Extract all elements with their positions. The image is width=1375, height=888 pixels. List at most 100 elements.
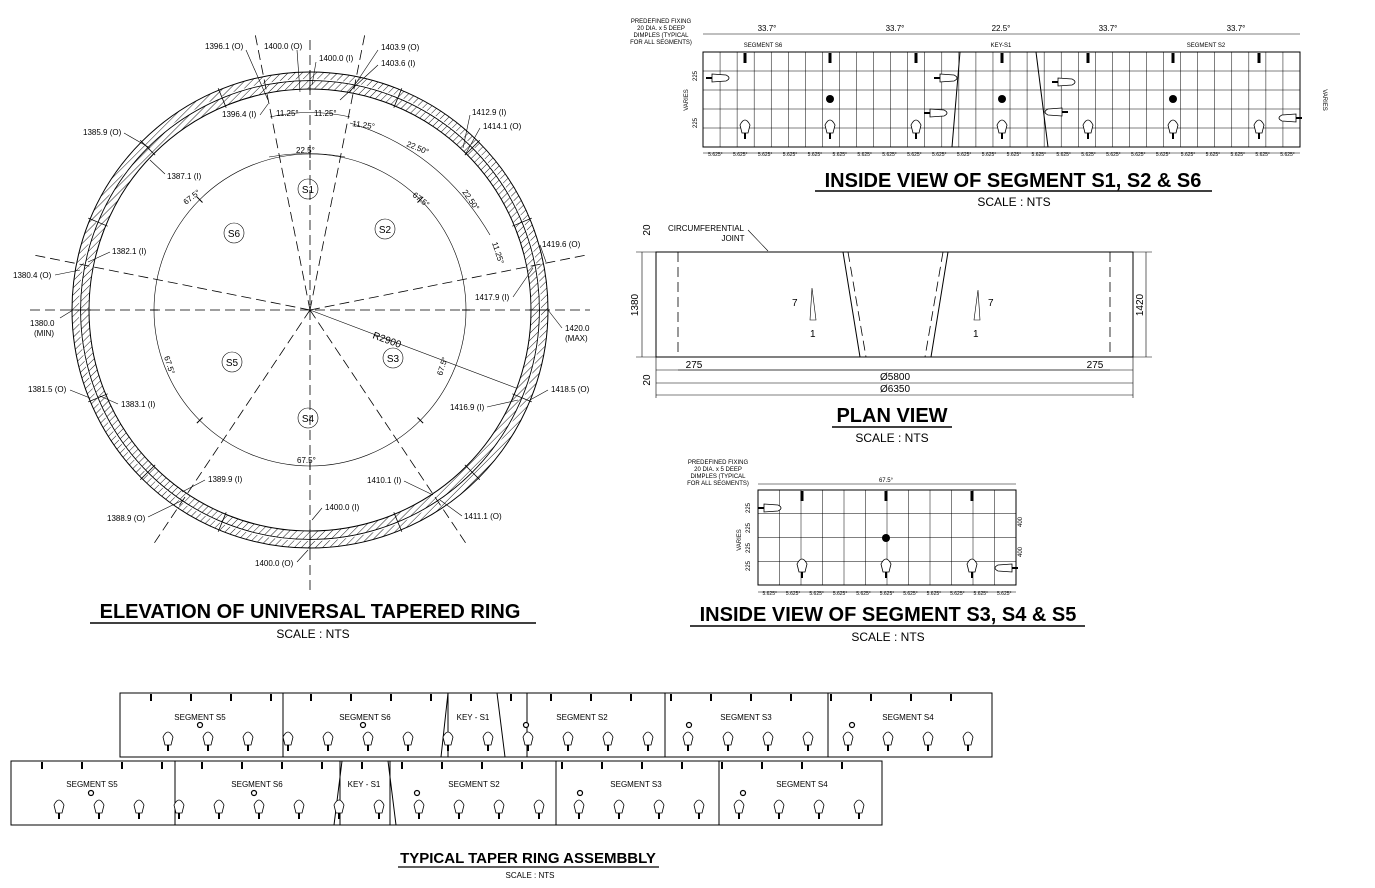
angle-arc-top — [269, 112, 351, 118]
grout-hole — [250, 789, 258, 797]
fixing-dimple — [201, 762, 203, 769]
bolt-pocket — [824, 119, 836, 134]
segment-joint-line — [151, 309, 311, 548]
dimension-label: 5.625° — [833, 591, 848, 597]
elevation-title: ELEVATION OF UNIVERSAL TAPERED RING — [100, 601, 521, 623]
assembly-row-2 — [10, 760, 883, 826]
inside-view-2-scale: SCALE : NTS — [851, 630, 924, 644]
ring-tick — [140, 464, 156, 480]
svg-text:1400.0 (I): 1400.0 (I) — [325, 503, 360, 512]
fixing-dimple — [430, 694, 432, 701]
dimension-label: 5.625° — [733, 152, 748, 158]
dimension-label: 5.625° — [1131, 152, 1146, 158]
grout-hole — [739, 789, 747, 797]
elevation-drawing: R2900 S1 S2 S3 S4 S5 S6 11.25° 11.25° 11… — [13, 30, 590, 641]
fixing-dimple — [241, 762, 243, 769]
svg-text:SEGMENT S5: SEGMENT S5 — [174, 713, 226, 722]
dimension-label: 5.625° — [762, 591, 777, 597]
bolt-pocket — [773, 799, 785, 814]
svg-text:1381.5 (O): 1381.5 (O) — [28, 385, 67, 394]
bolt-pocket — [293, 799, 305, 814]
inside-view-s1-s2-s6: PREDEFINED FIXING 20 DIA. x 5 DEEP DIMPL… — [630, 19, 1327, 209]
segment-joint-line — [30, 254, 311, 311]
svg-text:1380.4 (O): 1380.4 (O) — [13, 271, 52, 280]
svg-text:1388.9 (O): 1388.9 (O) — [107, 514, 146, 523]
grout-hole — [685, 721, 693, 729]
svg-text:1382.1 (I): 1382.1 (I) — [112, 247, 147, 256]
svg-text:KEY - S1: KEY - S1 — [348, 780, 381, 789]
fixing-dimple — [310, 694, 312, 701]
svg-text:33.7°: 33.7° — [886, 24, 905, 33]
svg-text:(MAX): (MAX) — [565, 334, 588, 343]
taper-triangle — [809, 287, 981, 321]
bolt-pocket — [442, 731, 454, 746]
segment-joint-line — [254, 30, 311, 311]
dimension-label: 5.625° — [1007, 152, 1022, 158]
plan-dimension-lines — [636, 251, 1152, 398]
fixing-dimple — [41, 762, 43, 769]
bolt-pocket — [922, 731, 934, 746]
segment-label: SEGMENT S2 — [1187, 43, 1226, 49]
fixing-dimple — [630, 694, 632, 701]
dimension-label: 5.625° — [927, 591, 942, 597]
svg-text:1400.0 (O): 1400.0 (O) — [255, 559, 294, 568]
bolt-pocket — [842, 731, 854, 746]
bolt-pocket — [739, 119, 751, 134]
bolt-pocket — [493, 799, 505, 814]
ring-tick — [140, 140, 156, 156]
dimension-label: 5.625° — [758, 152, 773, 158]
assembly-scale: SCALE : NTS — [506, 871, 555, 880]
fixing-dimple — [121, 762, 123, 769]
key-joint — [333, 760, 343, 826]
grout-hole — [522, 721, 530, 729]
ring-tick — [393, 512, 403, 532]
svg-text:S4: S4 — [302, 414, 315, 425]
svg-text:SEGMENT S6: SEGMENT S6 — [231, 780, 283, 789]
svg-text:KEY - S1: KEY - S1 — [457, 713, 490, 722]
fixing-dimple — [743, 53, 747, 63]
svg-text:S6: S6 — [228, 229, 241, 240]
plan-view-title: PLAN VIEW — [836, 405, 947, 427]
bolt-pocket — [796, 558, 808, 573]
svg-text:SEGMENT S2: SEGMENT S2 — [448, 780, 500, 789]
bolt-pocket — [282, 731, 294, 746]
fixing-dimple — [830, 694, 832, 701]
fixing-dimple — [230, 694, 232, 701]
dimension-label: 5.625° — [882, 152, 897, 158]
svg-text:1380.0: 1380.0 — [30, 319, 55, 328]
angle-label: 11.25° — [352, 119, 376, 131]
svg-text:1412.9 (I): 1412.9 (I) — [472, 108, 507, 117]
bolt-pocket — [562, 731, 574, 746]
svg-text:33.7°: 33.7° — [758, 24, 777, 33]
segment-label: KEY-S1 — [991, 43, 1012, 49]
bolt-pocket — [682, 731, 694, 746]
bolt-pocket — [173, 799, 185, 814]
plan-view-scale: SCALE : NTS — [855, 431, 928, 445]
grout-hole — [196, 721, 204, 729]
panel-grid — [703, 52, 1300, 147]
side-dimension: 225 — [746, 522, 752, 533]
fixing-dimple — [521, 762, 523, 769]
bolt-pocket — [996, 119, 1008, 134]
fixing-dimple — [884, 491, 888, 501]
svg-text:(MIN): (MIN) — [34, 329, 54, 338]
svg-text:1419.6 (O): 1419.6 (O) — [542, 240, 581, 249]
bolt-pocket — [402, 731, 414, 746]
fixing-dimple — [350, 694, 352, 701]
dim-275-right: 275 — [1087, 360, 1104, 371]
bolt-pocket — [613, 799, 625, 814]
svg-text:S1: S1 — [302, 185, 315, 196]
bolt-pocket — [322, 731, 334, 746]
svg-text:1403.6 (I): 1403.6 (I) — [381, 59, 416, 68]
fixing-dimple — [441, 762, 443, 769]
fixing-dimple — [721, 762, 723, 769]
fixing-dimple — [1086, 53, 1090, 63]
top-dimension-labels: 33.7° 33.7° 22.5° 33.7° 33.7° — [758, 24, 1246, 33]
svg-text:SEGMENT S2: SEGMENT S2 — [556, 713, 608, 722]
side-label: VARIES — [1321, 89, 1327, 111]
bolt-pocket — [213, 799, 225, 814]
fixing-dimple — [390, 694, 392, 701]
bolt-pocket — [53, 799, 65, 814]
bolt-pocket — [242, 731, 254, 746]
dim-275-left: 275 — [686, 360, 703, 371]
